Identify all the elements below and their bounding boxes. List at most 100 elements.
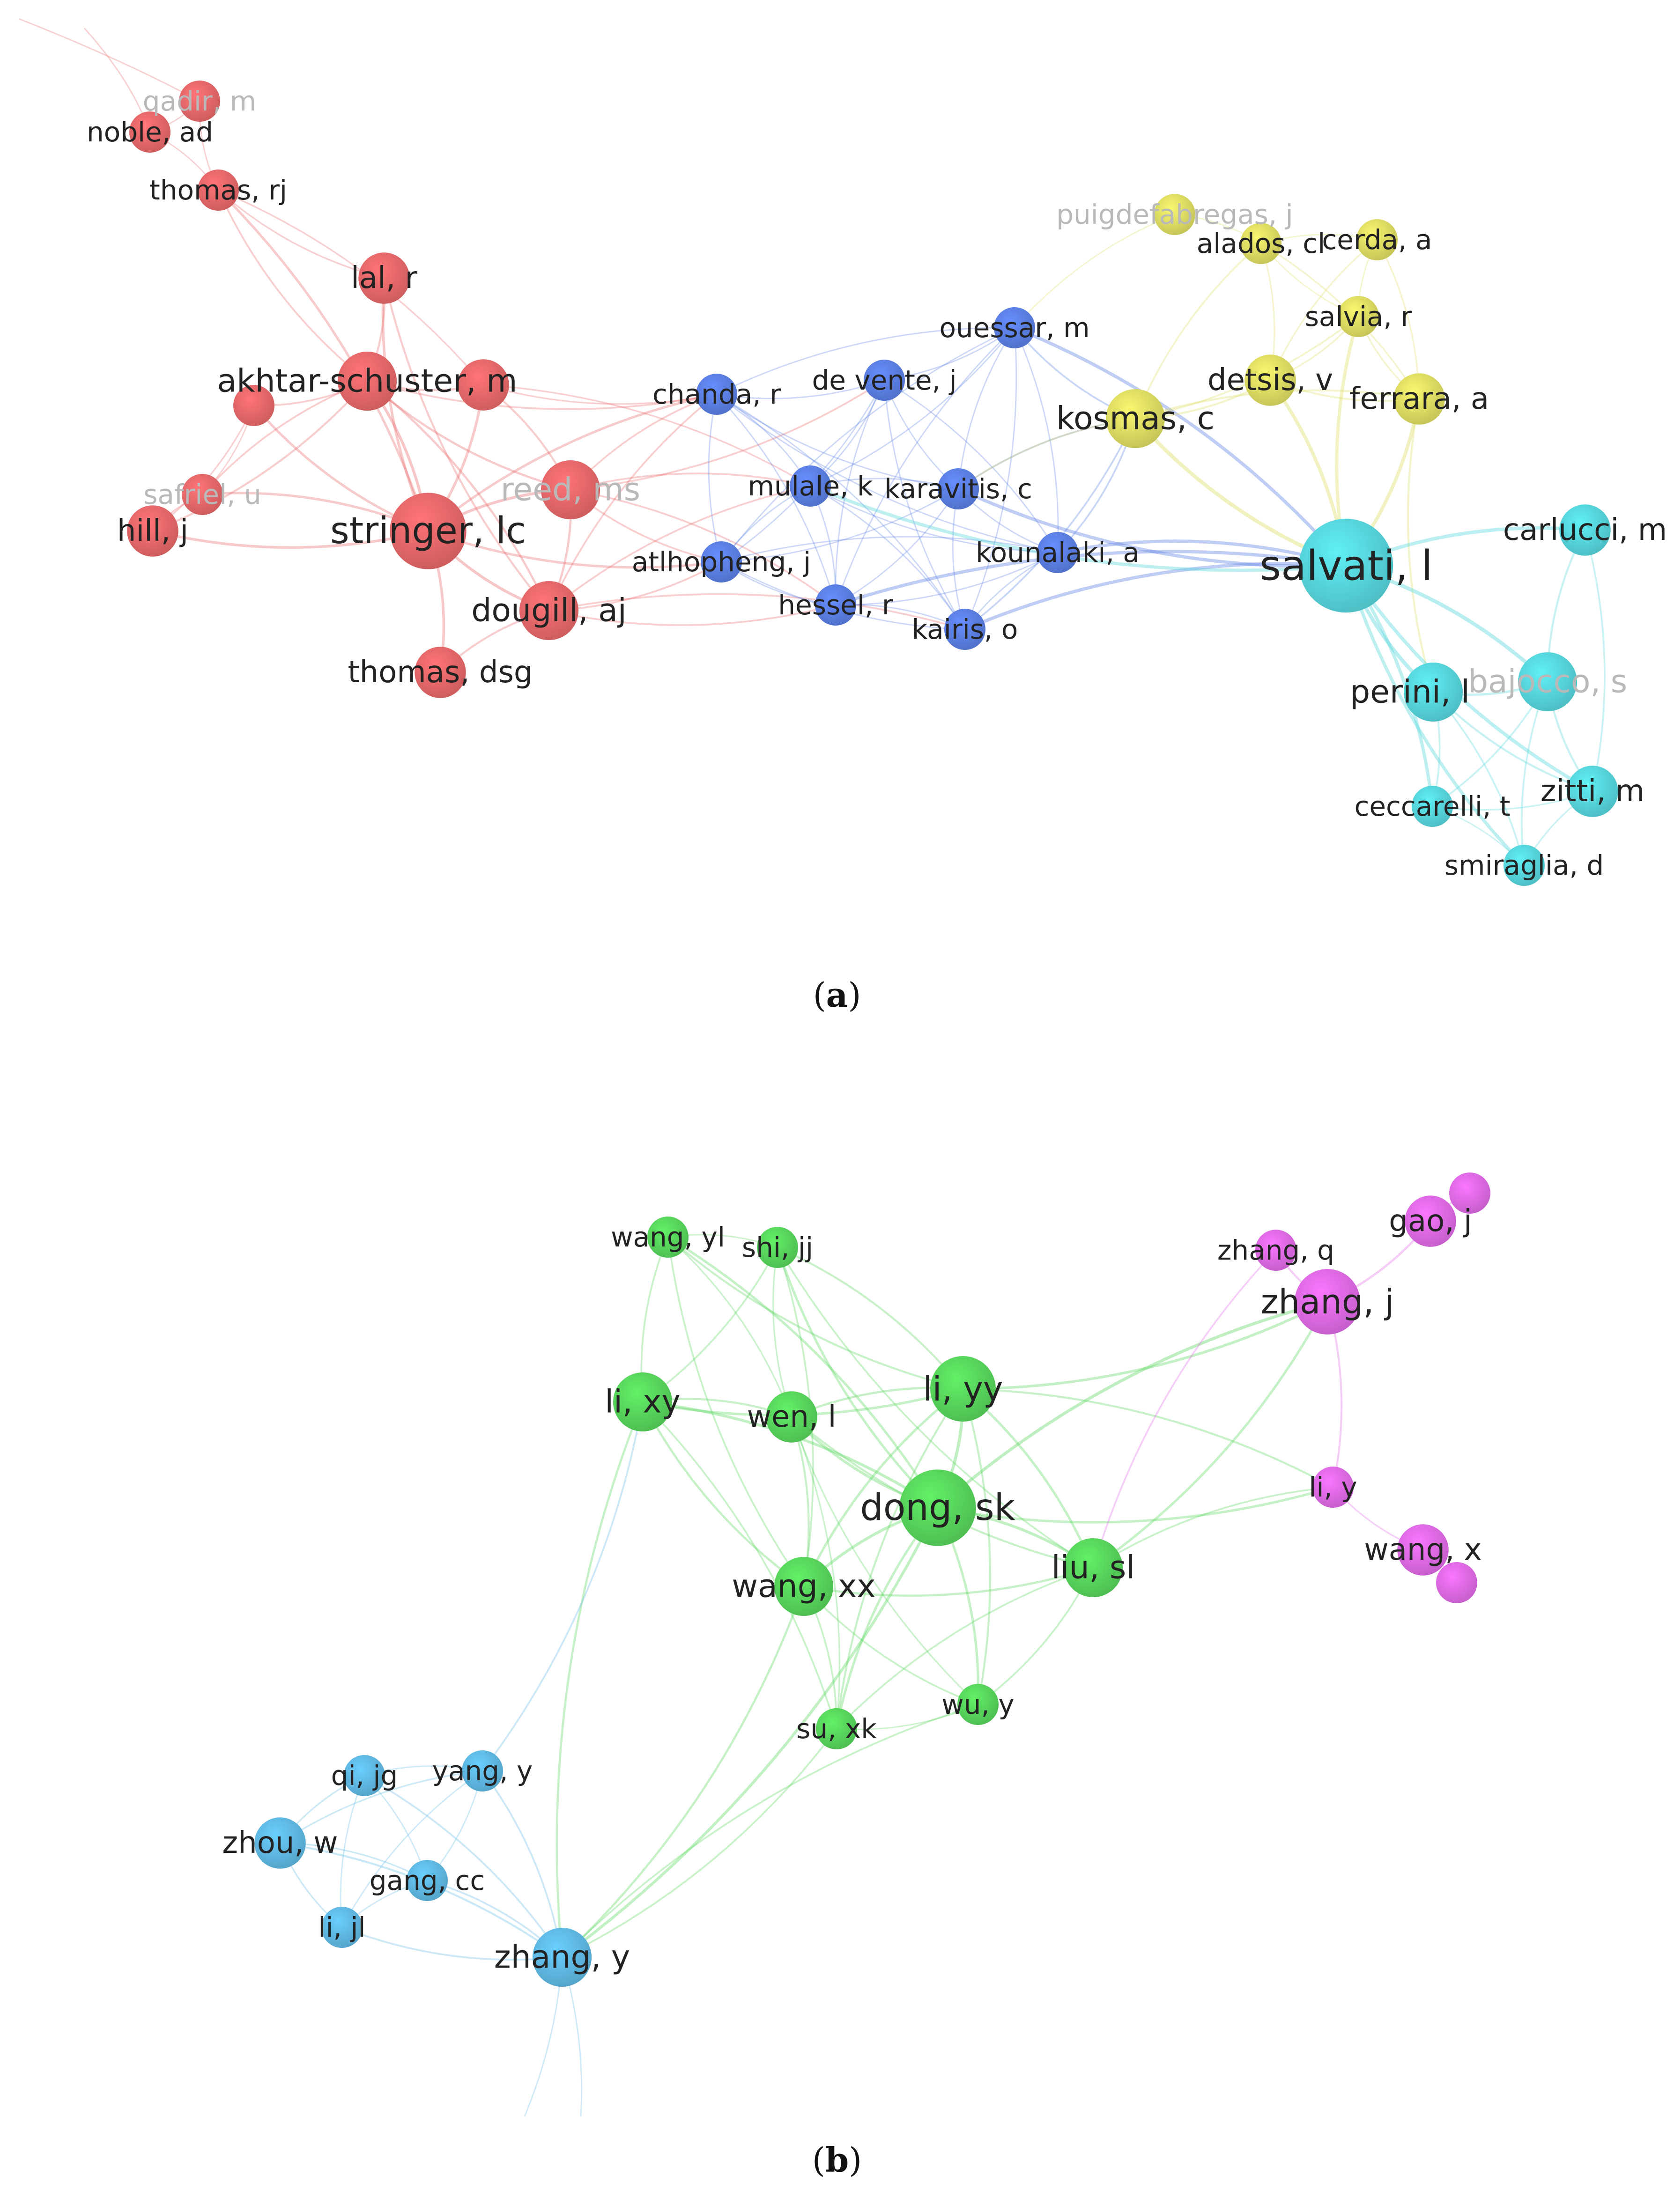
node-label-hill: hill, j [117, 514, 188, 548]
panel-label-b: (b) [812, 2140, 862, 2180]
node-stringer[interactable] [390, 493, 467, 569]
node-gangcc[interactable] [407, 1860, 448, 1901]
link [667, 1236, 963, 1390]
node-carlucci[interactable] [1559, 504, 1611, 556]
link [1344, 565, 1526, 867]
node-chanda[interactable] [696, 374, 737, 415]
node-puigdefabregas[interactable] [1154, 194, 1195, 235]
node-ouessar[interactable] [994, 307, 1035, 348]
link [964, 327, 1017, 630]
node-dougill[interactable] [519, 581, 579, 641]
node-smiraglia[interactable] [1504, 845, 1545, 886]
link [1092, 1301, 1329, 1569]
node-shijj[interactable] [757, 1227, 798, 1268]
node-hill[interactable] [127, 505, 178, 557]
link [802, 1387, 964, 1587]
node-wangx[interactable] [1397, 1524, 1449, 1576]
node-qadir[interactable] [179, 81, 220, 122]
node-label-zhangj: zhang, j [1261, 1282, 1394, 1321]
node-liusl[interactable] [1063, 1538, 1123, 1598]
node-salvia[interactable] [1338, 296, 1379, 337]
node-thomasrj[interactable] [198, 170, 239, 211]
node-hessel[interactable] [815, 584, 856, 626]
node-label-wuy: wu, y [941, 1688, 1014, 1720]
node-zhangj[interactable] [1295, 1269, 1360, 1335]
link [562, 1728, 837, 1958]
node-mulale[interactable] [790, 465, 831, 507]
link [716, 393, 959, 490]
link [835, 327, 1015, 605]
node-qijg[interactable] [344, 1755, 385, 1796]
node-dongsk[interactable] [899, 1469, 976, 1546]
link [883, 380, 966, 630]
node-yangy[interactable] [462, 1750, 503, 1792]
node-wangxx[interactable] [774, 1556, 834, 1616]
link [1134, 243, 1262, 419]
node-zitti[interactable] [1567, 766, 1618, 817]
link [791, 1416, 979, 1705]
node-safriel[interactable] [182, 474, 223, 515]
node-kairis[interactable] [944, 609, 985, 650]
link [720, 327, 1015, 562]
node-atlhopheng[interactable] [701, 541, 742, 582]
node-cerda[interactable] [1356, 219, 1398, 260]
node-zhangq[interactable] [1255, 1230, 1296, 1271]
link [836, 1567, 1094, 1730]
node-liy[interactable] [1312, 1467, 1354, 1508]
panel-letter-b: b [825, 2140, 849, 2180]
node-mag_bottom[interactable] [1436, 1562, 1477, 1603]
node-label-liusl: liu, sl [1052, 1549, 1135, 1586]
node-label-zitti: zitti, m [1541, 774, 1644, 809]
node-devente[interactable] [864, 360, 905, 401]
node-salvati[interactable] [1299, 518, 1393, 613]
link [667, 1236, 939, 1509]
node-mag_top[interactable] [1449, 1172, 1490, 1214]
node-perini[interactable] [1403, 662, 1463, 722]
node-akhtar[interactable] [337, 351, 397, 411]
panel-label-a: (a) [813, 975, 861, 1015]
link [716, 379, 885, 399]
node-red_unlabeled[interactable] [458, 359, 509, 411]
node-label-thomasdsg: thomas, dsg [348, 655, 533, 690]
link [1014, 326, 1348, 567]
node-label-atlhopheng: atlhopheng, j [632, 546, 811, 578]
node-noble[interactable] [129, 111, 170, 153]
link [777, 1246, 964, 1390]
node-wangyl[interactable] [647, 1217, 689, 1258]
node-label-salvati: salvati, l [1259, 542, 1433, 590]
node-alados[interactable] [1240, 223, 1281, 264]
node-gaoj[interactable] [1405, 1195, 1456, 1247]
node-reed[interactable] [541, 460, 600, 520]
node-wenl[interactable] [766, 1391, 817, 1443]
node-karavitis[interactable] [938, 468, 979, 509]
node-ceccarelli[interactable] [1412, 786, 1453, 827]
link [561, 1703, 978, 1958]
link [1014, 214, 1175, 328]
node-thomasdsg[interactable] [415, 647, 466, 698]
node-liyy[interactable] [930, 1356, 996, 1422]
node-label-ferrara: ferrara, a [1349, 382, 1489, 416]
node-kosmas[interactable] [1105, 389, 1165, 449]
node-lal[interactable] [358, 252, 410, 304]
node-kounalaki[interactable] [1037, 532, 1078, 573]
node-ferrara[interactable] [1393, 373, 1445, 425]
node-suxk[interactable] [816, 1708, 857, 1749]
node-zhangy[interactable] [532, 1927, 592, 1987]
node-lijl[interactable] [321, 1907, 363, 1948]
link [667, 1236, 793, 1417]
link [708, 394, 722, 562]
node-detsis[interactable] [1244, 354, 1296, 406]
link [777, 1247, 1094, 1569]
node-wuy[interactable] [957, 1684, 999, 1725]
link [642, 1401, 837, 1729]
node-bajocco[interactable] [1518, 652, 1578, 712]
node-red_small[interactable] [233, 385, 274, 426]
link [428, 530, 722, 569]
node-lixy[interactable] [613, 1372, 673, 1432]
link [1092, 1486, 1333, 1569]
link [152, 380, 368, 532]
node-zhouw[interactable] [254, 1817, 306, 1869]
link [548, 604, 836, 626]
